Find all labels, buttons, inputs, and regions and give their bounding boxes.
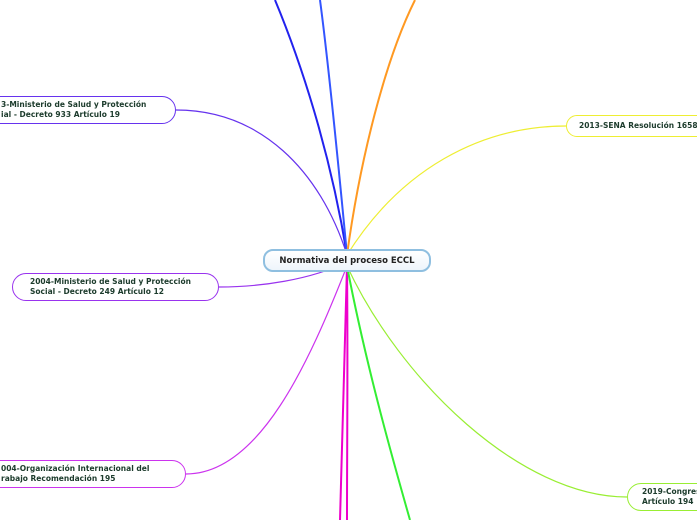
topic-label-line1: 2004-Ministerio de Salud y Protección	[30, 277, 191, 286]
topic-label-line1: 004-Organización Internacional del	[1, 464, 150, 473]
central-topic-label: Normativa del proceso ECCL	[279, 255, 415, 266]
branch-line-node1	[175, 109, 348, 256]
topic-node-decreto-933[interactable]: 3-Ministerio de Salud y Protección ial -…	[0, 96, 176, 124]
branch-line-blue	[319, 0, 348, 256]
topic-label-line2: Artículo 194	[642, 497, 694, 506]
branch-line-green	[346, 265, 411, 520]
central-topic[interactable]: Normativa del proceso ECCL	[263, 249, 431, 272]
topic-label-line2: rabajo Recomendación 195	[1, 474, 116, 483]
topic-node-sena-1658[interactable]: 2013-SENA Resolución 1658	[566, 115, 697, 137]
topic-node-oit-195[interactable]: 004-Organización Internacional del rabaj…	[0, 460, 186, 488]
branch-line-node4	[346, 125, 567, 256]
topic-label-line2: ial - Decreto 933 Artículo 19	[1, 110, 120, 119]
branch-line-magenta-1	[339, 265, 348, 520]
branch-line-node3	[185, 265, 348, 475]
branch-line-node5	[346, 265, 628, 498]
topic-label-line1: 3-Ministerio de Salud y Protección	[1, 100, 147, 109]
topic-node-congreso-194[interactable]: 2019-Congres Artículo 194	[627, 483, 697, 511]
topic-label-line1: 2019-Congres	[642, 487, 697, 496]
branch-line-blue-dark	[274, 0, 348, 256]
topic-label-line1: 2013-SENA Resolución 1658	[579, 121, 697, 130]
topic-label-line2: Social - Decreto 249 Artículo 12	[30, 287, 164, 296]
topic-node-decreto-249[interactable]: 2004-Ministerio de Salud y Protección So…	[12, 273, 219, 301]
branch-line-orange	[346, 0, 416, 256]
